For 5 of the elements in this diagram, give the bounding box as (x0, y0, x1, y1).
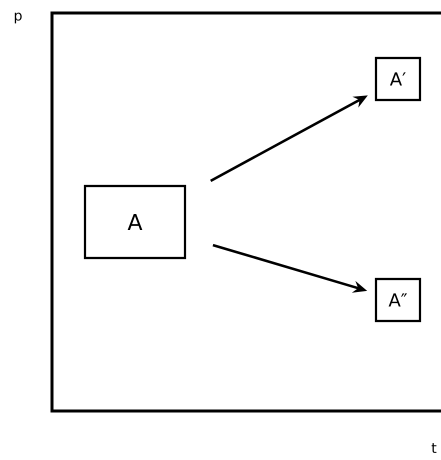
axis-label: t (432, 443, 436, 453)
state-box: A (84, 184, 186, 260)
axis-label: p (14, 12, 22, 24)
state-box: A′ (374, 56, 422, 102)
state-box: A″ (374, 278, 422, 322)
